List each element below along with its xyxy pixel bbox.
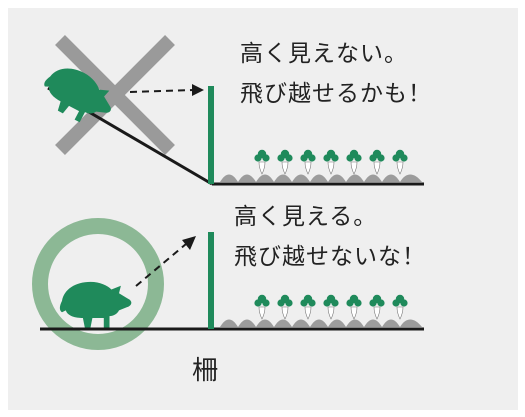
fence-post-top [208, 86, 214, 184]
soil-mound-bottom [220, 319, 422, 327]
bottom-caption-line1: 高く見える。 [234, 204, 378, 230]
sight-arrow-bottom [135, 236, 196, 287]
bottom-caption-line2: 飛び越せないな！ [234, 244, 426, 270]
boar-icon-bottom [59, 281, 132, 328]
sight-arrow-top [129, 84, 204, 96]
top-caption-line1: 高く見えない。 [240, 41, 408, 67]
cross-icon [55, 35, 175, 155]
vegetable-row-bottom [254, 294, 408, 320]
fence-label: 柵 [192, 356, 220, 386]
vegetable-row-top [254, 149, 408, 175]
bottom-scene [32, 218, 424, 350]
soil-mound-top [220, 174, 422, 182]
top-scene [35, 35, 424, 186]
fence-post-bottom [208, 232, 214, 329]
circle-icon [32, 218, 164, 350]
top-caption-line2: 飛び越せるかも！ [240, 81, 432, 107]
